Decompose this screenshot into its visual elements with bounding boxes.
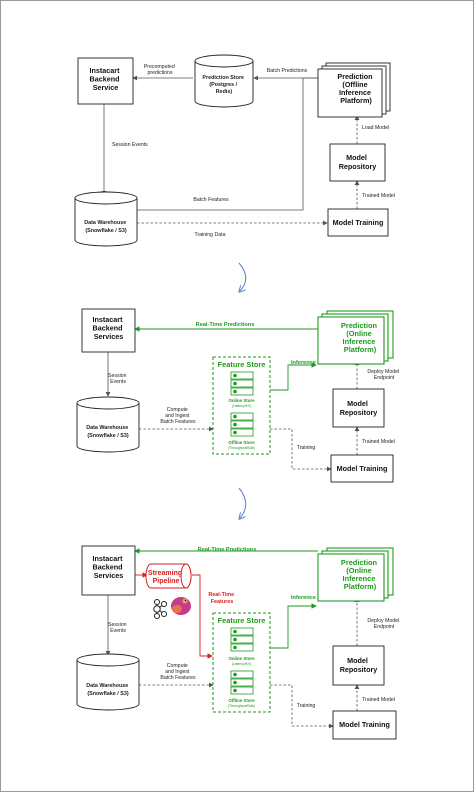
realtime-predictions-label-3: Real-Time Predictions [198,547,257,553]
data-warehouse-cylinder-2 [76,396,140,453]
model-training-label-3: Model Training [339,720,390,729]
offline-store-label-3: Offline Store [228,698,255,703]
offline-store-sub-3: (Throughput/Bulk) [228,704,255,708]
model-training-box-3 [332,710,397,740]
prediction-offline-label: Prediction (Offline Inference Platform) [337,72,374,105]
backend-services-label-3: Instacart Backend Services [93,554,125,580]
trained-model-label: Trained Model [362,193,395,199]
trained-model-label-3: Trained Model [362,697,395,703]
backend-services-label: Instacart Backend Services [93,315,125,341]
compute-ingest-label: Compute and Ingest Batch Features [160,407,196,425]
model-repository-box-2 [332,388,385,428]
prediction-online-label-3: Prediction (Online Inference Platform) [341,558,379,591]
data-warehouse-label-3: Data Warehouse (Snowflake / S3) [86,683,130,697]
prediction-online-stack [317,310,394,365]
offline-store-icon-3 [230,670,254,695]
model-training-label-2: Model Training [337,464,388,473]
transition-arrow-1 [239,262,247,291]
model-repository-box-3 [332,645,385,686]
deploy-model-label-3: Deploy Model Endpoint [367,618,400,630]
model-training-label: Model Training [333,218,384,227]
load-model-label: Load Model [362,125,389,131]
backend-services-box [81,308,136,353]
backend-service-label: Instacart Backend Service [90,66,122,92]
prediction-online-label: Prediction (Online Inference Platform) [341,321,379,354]
realtime-features-label: Real-Time Features [208,592,235,605]
prediction-online-stack-3 [317,547,394,602]
session-events-label: Session Events [112,142,148,148]
model-training-box [327,208,389,237]
session-events-label-3: Session Events [108,622,128,634]
backend-service-box [77,57,134,105]
prediction-store-label: Prediction Store (Postgres / Redis) [202,75,245,95]
training-label: Training [297,445,316,451]
data-warehouse-label: Data Warehouse (Snowflake / S3) [84,220,128,234]
online-store-sub-3: (Latency/KV) [232,662,252,666]
offline-store-icon [230,412,254,437]
prediction-store-cylinder [194,54,254,108]
model-repository-box [329,143,386,182]
online-store-label: Online Store [228,398,255,403]
inference-label-3: Inference [291,595,316,601]
precomputed-predictions-label: Precomputed predictions [144,64,176,76]
kafka-icon [153,599,167,619]
batch-predictions-label: Batch Predictions [267,68,308,74]
trained-model-label-2: Trained Model [362,439,395,445]
backend-services-box-3 [81,545,136,596]
flink-squirrel-icon [171,597,191,615]
offline-store-label: Offline Store [228,440,255,445]
model-repository-label-2: Model Repository [340,399,378,417]
realtime-predictions-label: Real-Time Predictions [196,322,255,328]
batch-features-label: Batch Features [193,197,229,203]
data-warehouse-label-2: Data Warehouse (Snowflake / S3) [86,425,130,439]
prediction-offline-stack [317,62,391,118]
stage-3: Instacart Backend Services Real-Time Pre… [76,545,400,740]
model-training-box-2 [330,454,394,483]
training-data-label: Training Data [195,232,226,238]
feature-store-label: Feature Store [218,360,266,369]
online-store-icon-3 [230,627,254,652]
streaming-pipeline-cylinder [145,563,192,589]
data-warehouse-cylinder [74,191,138,247]
compute-ingest-label-3: Compute and Ingest Batch Features [160,663,196,681]
stage-2: Instacart Backend Services Real-Time Pre… [76,308,400,483]
offline-store-sub: (Throughput/Bulk) [228,446,255,450]
transition-arrow-2 [239,487,247,518]
feature-store-label-3: Feature Store [218,616,266,625]
data-warehouse-cylinder-3 [76,653,140,711]
streaming-pipeline-label: Streaming Pipeline [148,570,184,585]
model-repository-label: Model Repository [339,153,377,171]
inference-label: Inference [291,360,316,366]
training-label-3: Training [297,703,316,709]
online-store-sub: (Latency/KV) [232,404,252,408]
online-store-label-3: Online Store [228,656,255,661]
online-store-icon [230,371,254,396]
session-events-label-2: Session Events [108,373,128,385]
model-repository-label-3: Model Repository [340,656,378,674]
deploy-model-label: Deploy Model Endpoint [367,369,400,381]
stage-1: Instacart Backend Service Precomputed pr… [74,54,395,247]
